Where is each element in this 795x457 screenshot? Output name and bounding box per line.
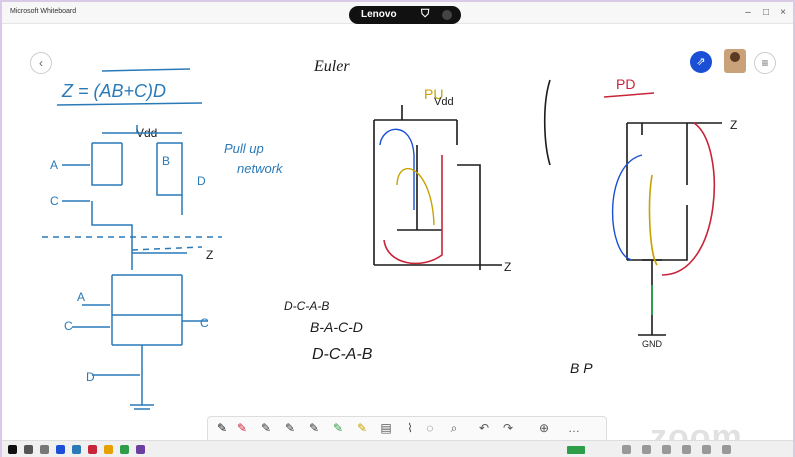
app-icon-1[interactable] <box>56 445 65 454</box>
pen-yellow-icon[interactable]: ✎ <box>356 421 368 435</box>
pu-vdd-mark: Vdd <box>434 96 454 108</box>
pd-red-path <box>661 122 715 276</box>
more-icon[interactable]: ≡ <box>754 52 776 74</box>
svg-text:A: A <box>77 290 85 304</box>
task-view-icon[interactable] <box>40 445 49 454</box>
ink-layer: Z = (AB+C)D Euler Vdd Pull up network PU… <box>42 58 737 410</box>
svg-text:C: C <box>64 319 73 333</box>
eraser-icon[interactable]: ◌ <box>426 421 434 435</box>
close-button[interactable]: × <box>780 7 786 18</box>
svg-text:Z: Z <box>206 248 213 262</box>
cmos-schematic <box>42 125 222 410</box>
share-icon[interactable]: ⇗ <box>690 51 712 73</box>
pd-output-z: Z <box>730 118 737 132</box>
pen-black-2-icon[interactable]: ✎ <box>260 421 272 435</box>
tray-icon-3[interactable] <box>662 445 671 454</box>
whiteboard-canvas[interactable]: ‹ ⇗ ≡ Z = (AB+C)D Euler Vdd Pull up netw… <box>2 25 793 456</box>
euler-path-3: D-C-A-B <box>312 346 373 363</box>
pen-toolbar: ✎ ✎ ✎ ✎ ✎ ✎ ✎ ▤ ⌇ ◌ ⌕ ↶ ↷ ⊕ … <box>207 416 607 444</box>
highlighter-icon[interactable]: ▤ <box>380 421 392 435</box>
underline-stroke-2 <box>56 102 203 106</box>
lenovo-badge: Lenovo ⛉ <box>349 6 461 24</box>
pd-yellow-path <box>648 174 658 266</box>
pu-output-z: Z <box>504 260 511 274</box>
tray-icon-4[interactable] <box>682 445 691 454</box>
avatar-head <box>730 52 740 62</box>
svg-text:D: D <box>197 174 206 188</box>
pen-green-icon[interactable]: ✎ <box>332 421 344 435</box>
pd-blue-path <box>611 154 643 261</box>
svg-text:C: C <box>200 316 209 330</box>
lenovo-label: Lenovo <box>361 9 397 20</box>
app-icon-6[interactable] <box>136 445 145 454</box>
pd-gnd-label: GND <box>642 339 663 349</box>
title-bar: Microsoft Whiteboard Lenovo ⛉ – □ × <box>2 2 793 24</box>
euler-pu-graph <box>373 105 502 270</box>
taskbar <box>2 440 793 457</box>
euler-path-1: D-C-A-B <box>284 299 329 313</box>
euler-title: Euler <box>313 58 350 75</box>
app-title: Microsoft Whiteboard <box>10 8 77 15</box>
schematic-labels: A C B D A C C D Z <box>50 154 213 384</box>
start-icon[interactable] <box>8 445 17 454</box>
divider-stroke <box>543 79 551 166</box>
svg-text:B: B <box>162 154 170 168</box>
shield-icon: ⛉ <box>421 8 430 20</box>
euler-red-path <box>383 155 443 265</box>
add-icon[interactable]: ⊕ <box>538 421 550 435</box>
pen-black-4-icon[interactable]: ✎ <box>308 421 320 435</box>
pen-red-icon[interactable]: ✎ <box>236 421 248 435</box>
euler-blue-path <box>379 128 415 210</box>
tray-icon-5[interactable] <box>702 445 711 454</box>
ruler-icon[interactable]: ⌇ <box>407 421 413 435</box>
pd-underline <box>603 92 655 98</box>
battery-icon <box>567 446 585 454</box>
undo-icon[interactable]: ↶ <box>478 421 490 435</box>
tray-icon-2[interactable] <box>642 445 651 454</box>
svg-text:A: A <box>50 158 58 172</box>
pen-black-icon[interactable]: ✎ <box>216 421 228 435</box>
redo-icon[interactable]: ↷ <box>502 421 514 435</box>
svg-text:D: D <box>86 370 95 384</box>
pd-label: PD <box>616 76 635 92</box>
more-tools-icon[interactable]: … <box>568 421 580 435</box>
euler-path-2: B-A-C-D <box>310 319 363 335</box>
app-icon-2[interactable] <box>72 445 81 454</box>
underline-stroke <box>101 68 191 72</box>
bottom-note: B P <box>570 360 593 376</box>
chevron-left-icon[interactable]: ‹ <box>30 52 52 74</box>
expression-text: Z = (AB+C)D <box>61 81 166 101</box>
tray-icon-1[interactable] <box>622 445 631 454</box>
euler-yellow-path <box>396 168 435 226</box>
pullup-label-2: network <box>237 161 284 176</box>
avatar[interactable] <box>724 49 746 73</box>
pen-black-3-icon[interactable]: ✎ <box>284 421 296 435</box>
app-icon-3[interactable] <box>88 445 97 454</box>
indicator-icon <box>442 10 452 20</box>
app-icon-4[interactable] <box>104 445 113 454</box>
lasso-icon[interactable]: ⌕ <box>450 421 458 435</box>
minimize-button[interactable]: – <box>745 7 751 18</box>
maximize-button[interactable]: □ <box>762 7 770 18</box>
tray-icon-6[interactable] <box>722 445 731 454</box>
app-icon-5[interactable] <box>120 445 129 454</box>
pullup-label-1: Pull up <box>224 141 264 156</box>
svg-text:C: C <box>50 194 59 208</box>
search-icon[interactable] <box>24 445 33 454</box>
pu-label: PU <box>424 86 443 102</box>
